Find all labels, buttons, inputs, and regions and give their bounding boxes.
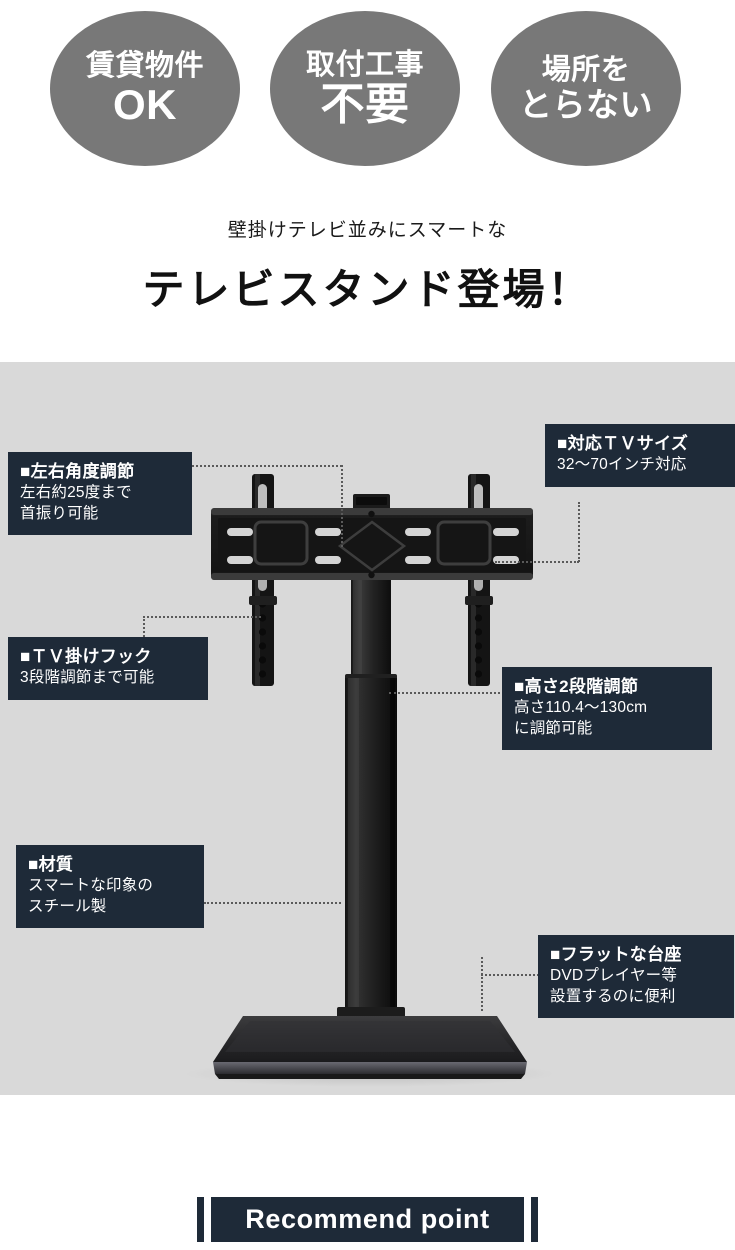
badge-space-saving-top: 場所を (541, 54, 631, 86)
badge-no-installation: 取付工事 不要 (270, 11, 460, 166)
banner-accent-bar-right-outer (530, 1196, 538, 1242)
product-stage: ■左右角度調節 左右約25度まで 首振り可能 ■ＴＶ掛けフック 3段階調節まで可… (0, 362, 735, 1095)
callout-tv-hook: ■ＴＶ掛けフック 3段階調節まで可能 (8, 637, 208, 700)
callout-tvsize-line1: 32〜70インチ対応 (557, 456, 687, 474)
headline-block: 壁掛けテレビ並みにスマートな テレビスタンド登場！ (0, 215, 735, 317)
badge-rental-ok: 賃貸物件 OK (50, 11, 240, 166)
callout-height-line2: に調節可能 (514, 719, 593, 737)
feature-badges: 賃貸物件 OK 取付工事 不要 場所を とらない (0, 0, 735, 180)
connector-hook-vertical (143, 616, 145, 641)
callout-height-adjust: ■高さ2段階調節 高さ110.4〜130cm に調節可能 (502, 667, 712, 751)
callout-base-line2: 設置するのに便利 (550, 987, 676, 1005)
badge-space-saving: 場所を とらない (491, 11, 681, 166)
callout-height-title: ■高さ2段階調節 (514, 677, 639, 696)
tv-stand-product-image (185, 474, 555, 1087)
callout-angle-line2: 首振り可能 (20, 504, 99, 522)
callout-material-title: ■材質 (28, 855, 74, 874)
callout-hook-line1: 3段階調節まで可能 (20, 669, 155, 687)
connector-base-horizontal (481, 974, 539, 976)
callout-material: ■材質 スマートな印象の スチール製 (16, 845, 204, 929)
banner-label: Recommend point (211, 1196, 524, 1242)
banner-accent-bar-left-outer (197, 1196, 205, 1242)
connector-tvsize-vertical (578, 502, 580, 562)
callout-tv-size: ■対応ＴＶサイズ 32〜70インチ対応 (545, 424, 735, 487)
callout-angle-adjust: ■左右角度調節 左右約25度まで 首振り可能 (8, 452, 192, 536)
callout-angle-line1: 左右約25度まで (20, 484, 132, 502)
callout-base-line1: DVDプレイヤー等 (550, 967, 678, 985)
connector-base-vertical (481, 957, 483, 1011)
connector-height-horizontal (389, 692, 504, 694)
connector-hook-horizontal (143, 616, 261, 618)
connector-material-horizontal (204, 902, 341, 904)
callout-angle-title: ■左右角度調節 (20, 462, 135, 481)
connector-angle-vertical (341, 465, 343, 547)
badge-no-installation-main: 不要 (320, 79, 410, 129)
callout-tvsize-title: ■対応ＴＶサイズ (557, 434, 689, 453)
recommend-point-banner: Recommend point (0, 1195, 735, 1243)
callout-material-line2: スチール製 (28, 897, 107, 915)
badge-no-installation-top: 取付工事 (305, 48, 424, 81)
headline-title: テレビスタンド登場！ (142, 266, 593, 313)
callout-base-title: ■フラットな台座 (550, 945, 682, 964)
headline-subtitle: 壁掛けテレビ並みにスマートな (227, 220, 508, 241)
callout-flat-base: ■フラットな台座 DVDプレイヤー等 設置するのに便利 (538, 935, 734, 1019)
badge-rental-ok-top: 賃貸物件 (85, 49, 204, 82)
connector-tvsize-horizontal (495, 561, 579, 563)
connector-angle-horizontal (192, 465, 342, 467)
callout-height-line1: 高さ110.4〜130cm (514, 699, 648, 717)
badge-space-saving-main: とらない (519, 86, 653, 123)
badge-rental-ok-main: OK (113, 80, 177, 128)
callout-material-line1: スマートな印象の (28, 877, 154, 895)
callout-hook-title: ■ＴＶ掛けフック (20, 647, 152, 666)
